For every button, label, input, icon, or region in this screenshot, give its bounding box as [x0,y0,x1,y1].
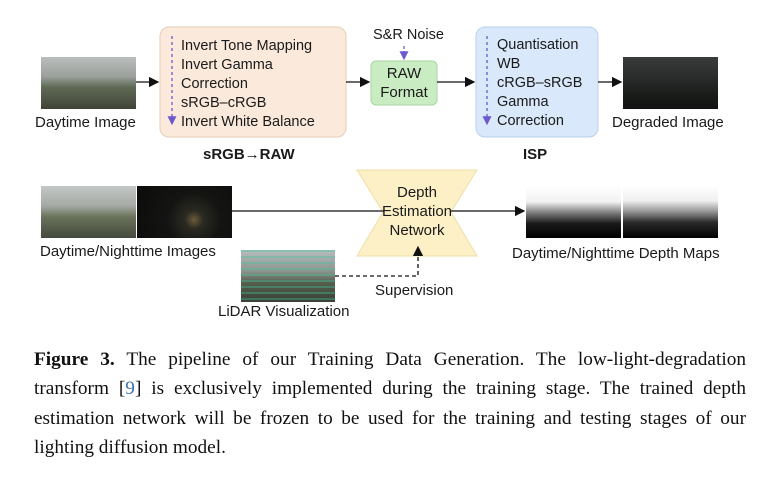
lidar-visualization-image [241,250,335,302]
network-line: Depth [396,184,438,201]
degraded-image [623,57,718,109]
srgb-step: Invert Tone Mapping [181,38,313,54]
supervision-label: Supervision [375,282,454,299]
raw-format-line: RAW [386,65,422,82]
isp-steps: Quantisation WB cRGB–sRGB Gamma Correcti… [497,36,582,131]
isp-step: Gamma [497,94,549,110]
caption-text-after: ] is exclusively implemented during the … [34,378,747,458]
isp-step: cRGB–sRGB [497,75,583,91]
network-line: Network [389,222,445,239]
day-night-images-label: Daytime/Nighttime Images [40,243,216,260]
srgb-step: sRGB–cRGB [181,95,267,111]
degraded-image-label: Degraded Image [612,114,724,131]
isp-step: Quantisation [497,37,579,53]
nighttime-street-image [137,186,232,238]
daytime-street-image [41,186,136,238]
lidar-label: LiDAR Visualization [218,303,350,320]
caption-figure-number: Figure 3. [34,349,115,370]
figure-caption: Figure 3. The pipeline of our Training D… [34,345,746,462]
daytime-image [41,57,136,109]
isp-step: Correction [497,113,564,129]
raw-format-line: Format [380,84,428,101]
isp-title: ISP [523,146,548,163]
srgb-step: Correction [181,76,248,92]
srgb-step: Invert White Balance [181,114,315,130]
daytime-depth-map [526,186,621,238]
caption-reference-link[interactable]: 9 [125,378,135,400]
depth-maps-label: Daytime/Nighttime Depth Maps [512,245,720,262]
depth-network-shape [356,169,478,257]
pipeline-diagram [136,26,623,277]
network-line: Estimation [381,203,453,220]
caption-text-before: The pipeline of our Training Data Genera… [34,349,746,400]
srgb-step: Invert Gamma [181,57,273,73]
nighttime-depth-map [623,186,718,238]
raw-format-box [370,60,438,106]
srgb-to-raw-steps: Invert Tone Mapping Invert Gamma Correct… [181,37,315,132]
raw-format-label: RAW Format [371,64,437,102]
srgb-to-raw-title: sRGB→RAW [203,146,295,163]
depth-network-label: Depth Estimation Network [357,183,477,240]
noise-label: S&R Noise [373,27,444,43]
daytime-image-label: Daytime Image [35,114,136,131]
isp-step: WB [497,56,521,72]
